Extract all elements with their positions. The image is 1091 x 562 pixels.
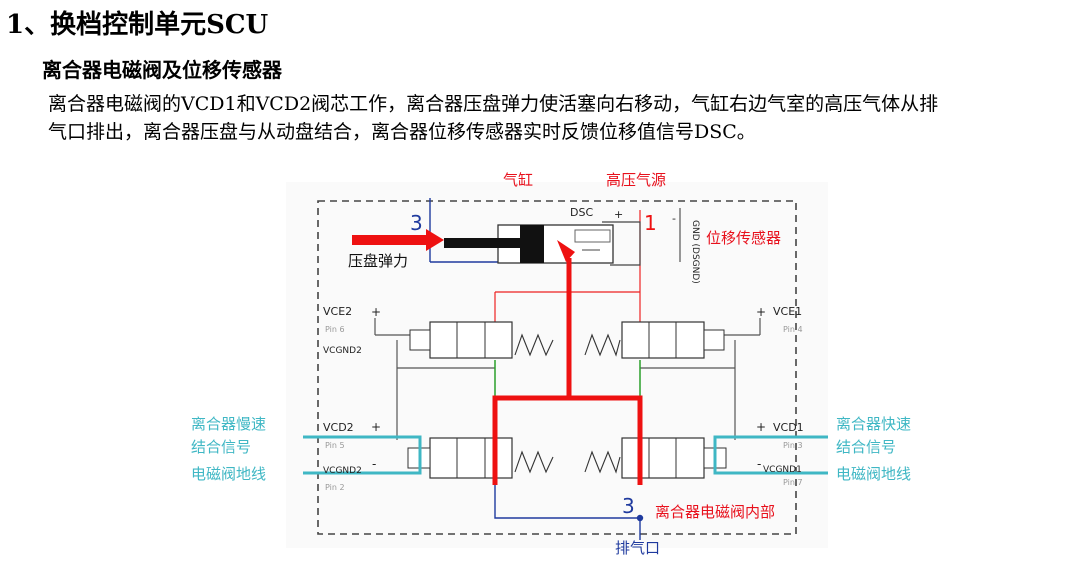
minus-mark-top: - xyxy=(672,212,676,225)
slow-engage-signal-line1: 离合器慢速 xyxy=(191,415,266,433)
cylinder xyxy=(444,224,614,264)
vce2-plus-mark: + xyxy=(371,305,381,319)
pin5-label: Pin 5 xyxy=(325,441,345,450)
vcgnd2-top-label: VCGND2 xyxy=(323,346,362,356)
high-pressure-source-annotation: 高压气源 xyxy=(606,171,666,189)
plus-mark-top: + xyxy=(614,208,623,221)
exhaust-port-annotation: 排气口 xyxy=(615,539,660,557)
vce1-plus-mark: + xyxy=(756,305,766,319)
section-heading: 1、换档控制单元SCU xyxy=(6,10,269,40)
fast-engage-signal-line1: 离合器快速 xyxy=(836,415,911,433)
valve-top-left xyxy=(409,321,554,359)
vcgnd2-minus-mark: - xyxy=(372,457,376,471)
green-lines xyxy=(494,360,641,398)
pin6-label: Pin 6 xyxy=(325,325,345,334)
port-1: 1 xyxy=(644,211,657,235)
dsc-label: DSC xyxy=(570,206,593,219)
pin2-label: Pin 2 xyxy=(325,483,345,492)
pin3-label: Pin 3 xyxy=(783,441,803,450)
vcd1-plus-mark: + xyxy=(756,420,766,434)
port-3-bottom: 3 xyxy=(622,494,635,518)
subsection-heading: 离合器电磁阀及位移传感器 xyxy=(42,58,282,82)
description-paragraph: 离合器电磁阀的VCD1和VCD2阀芯工作，离合器压盘弹力使活塞向右移动，气缸右边… xyxy=(48,90,1088,146)
valve-bottom-left xyxy=(407,437,554,479)
platen-spring-force-arrow-icon xyxy=(352,229,444,251)
platen-spring-force-annotation: 压盘弹力 xyxy=(348,252,408,270)
vcd1-label: VCD1 xyxy=(773,421,804,434)
valve-housing-boundary xyxy=(317,200,797,535)
flow-arrow-icon xyxy=(557,240,575,262)
pin7-label: Pin 7 xyxy=(783,478,803,487)
valve-ground-right-annotation: 电磁阀地线 xyxy=(836,465,911,483)
gnd-dsgnd-label: GND (DSGND) xyxy=(690,220,700,284)
valve-ground-left-annotation: 电磁阀地线 xyxy=(191,465,266,483)
paragraph-line-1: 离合器电磁阀的VCD1和VCD2阀芯工作，离合器压盘弹力使活塞向右移动，气缸右边… xyxy=(48,93,939,115)
paragraph-line-2: 气口排出，离合器压盘与从动盘结合，离合器位移传感器实时反馈位移值信号DSC。 xyxy=(48,121,756,143)
pilot-lines xyxy=(374,318,761,440)
exhaust-lines xyxy=(429,198,644,540)
vcgnd1-label: VCGND1 xyxy=(763,465,802,475)
displacement-sensor-body: + - GND (DSGND) xyxy=(602,208,700,284)
valve-internal-annotation: 离合器电磁阀内部 xyxy=(655,503,775,521)
vce1-label: VCE1 xyxy=(773,305,802,318)
slow-engage-signal-line2: 结合信号 xyxy=(191,438,251,456)
vce2-label: VCE2 xyxy=(323,305,352,318)
pin4-label: Pin 4 xyxy=(783,325,803,334)
fast-engage-signal-line2: 结合信号 xyxy=(836,438,896,456)
exhaust-flow-path xyxy=(492,258,643,485)
displacement-sensor-annotation: 位移传感器 xyxy=(706,229,781,247)
port-3-top: 3 xyxy=(410,211,423,235)
valve-top-right xyxy=(584,321,725,359)
vcd2-plus-mark: + xyxy=(371,420,381,434)
cylinder-annotation: 气缸 xyxy=(503,171,533,189)
vcd2-label: VCD2 xyxy=(323,421,354,434)
vcgnd1-minus-mark: - xyxy=(757,457,761,471)
signal-lines xyxy=(303,435,828,475)
vcgnd2-bottom-label: VCGND2 xyxy=(323,466,362,476)
